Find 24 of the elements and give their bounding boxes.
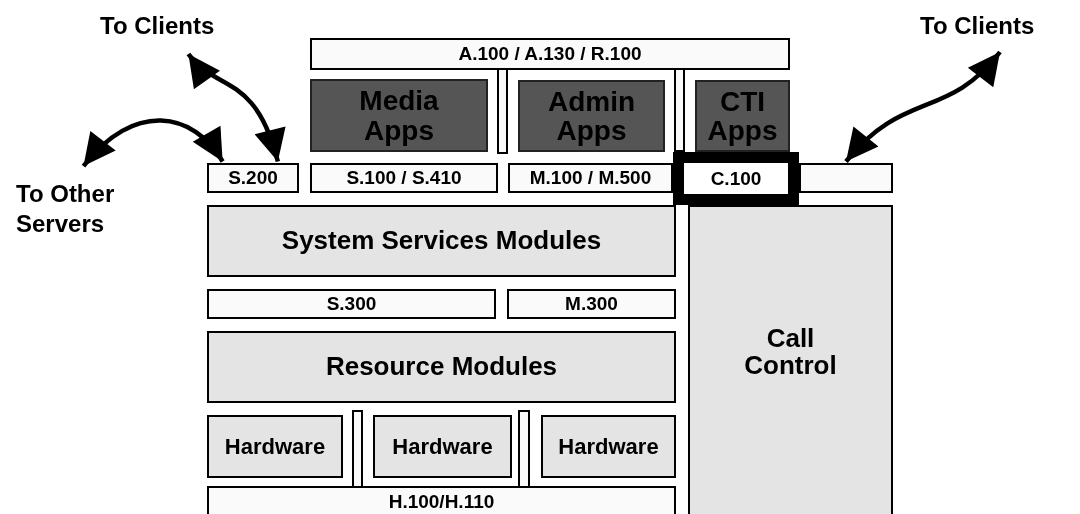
module-box: Hardware bbox=[207, 415, 343, 478]
application-box: Admin Apps bbox=[518, 80, 665, 152]
module-box: System Services Modules bbox=[207, 205, 676, 277]
callout-text: To Clients bbox=[100, 6, 270, 46]
double-arrow bbox=[186, 52, 285, 163]
interface-bar: H.100/H.110 bbox=[207, 486, 676, 514]
module-box: Hardware bbox=[373, 415, 512, 478]
module-box: Call Control bbox=[688, 205, 893, 514]
interface-bar: M.100 / M.500 bbox=[508, 163, 673, 193]
interface-bar: S.200 bbox=[207, 163, 299, 193]
interface-bar: C.100 bbox=[673, 152, 799, 205]
module-box: Resource Modules bbox=[207, 331, 676, 403]
module-box: Hardware bbox=[541, 415, 676, 478]
callout-text: To Other Servers bbox=[16, 176, 166, 242]
application-box: CTI Apps bbox=[695, 80, 790, 152]
interface-bar: S.100 / S.410 bbox=[310, 163, 498, 193]
application-box: Media Apps bbox=[310, 79, 488, 152]
interface-bar bbox=[799, 163, 893, 193]
callout-text: To Clients bbox=[920, 6, 1080, 46]
interface-bar: S.300 bbox=[207, 289, 496, 319]
interface-bar: M.300 bbox=[507, 289, 676, 319]
interface-bar: A.100 / A.130 / R.100 bbox=[310, 38, 790, 70]
double-arrow bbox=[844, 50, 1002, 163]
double-arrow bbox=[81, 118, 225, 168]
